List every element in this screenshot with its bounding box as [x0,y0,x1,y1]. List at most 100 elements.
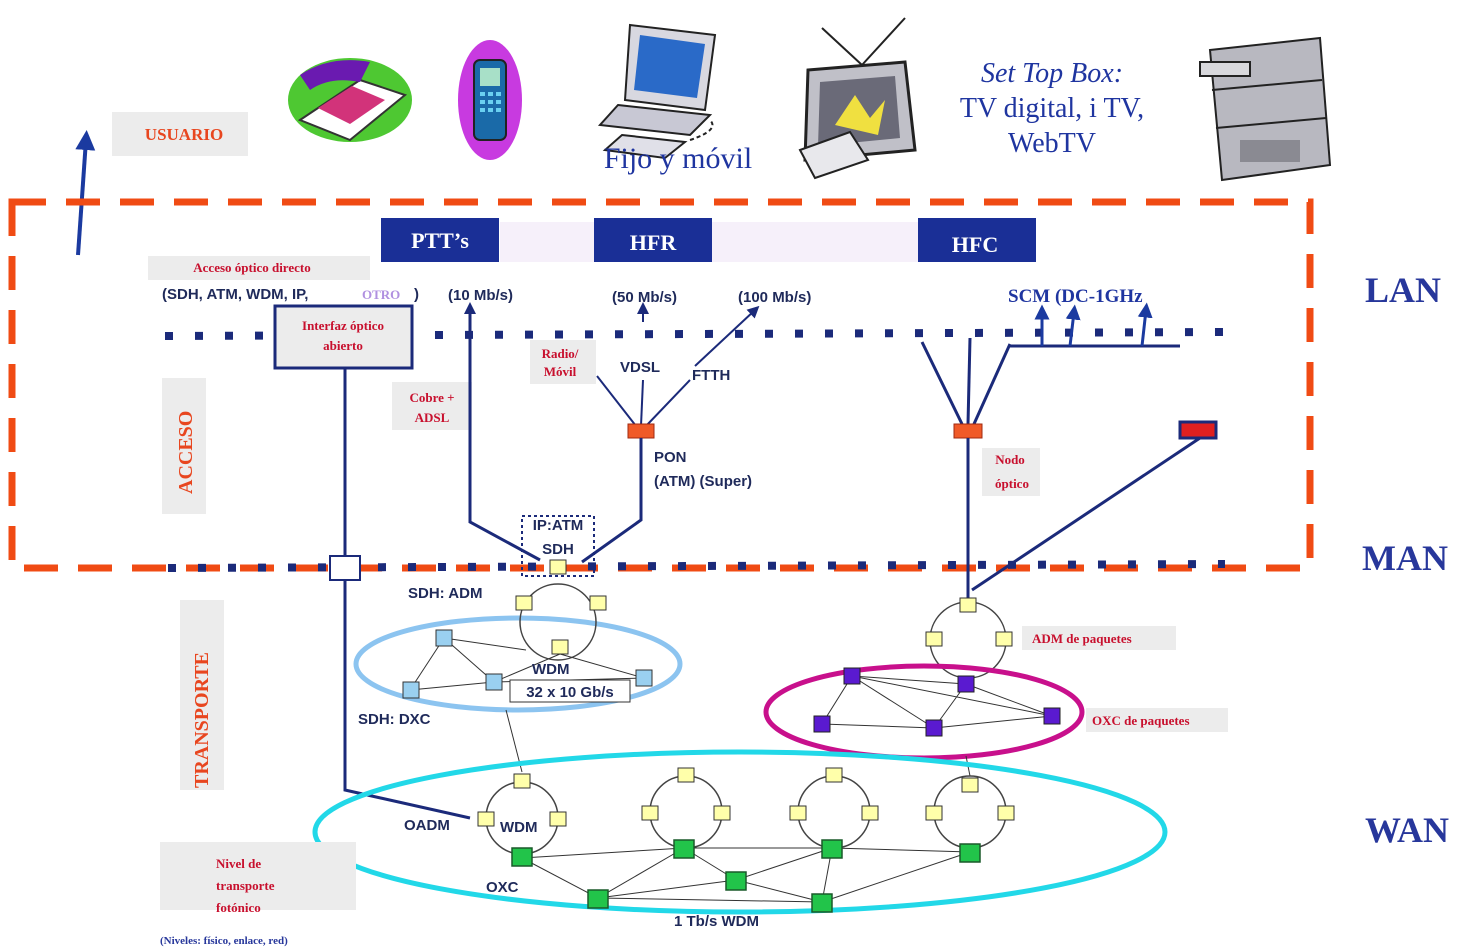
pon-link [581,438,643,564]
dxc-node-3 [485,673,503,691]
interfaz-line-2: abierto [323,338,363,353]
nivel-line-2: transporte [216,878,275,893]
nivel-box [160,842,356,910]
television-icon [798,17,917,180]
interfaz-man-node [329,555,361,581]
ipatm-box [521,515,595,577]
fax-phone-icon [288,58,412,142]
wdm2-label: WDM [500,819,538,836]
fijo-movil-label: Fijo y móvil [604,142,752,175]
wan-label: WAN [1365,810,1449,850]
scm-label: SCM (DC-1GHz [1008,286,1143,307]
hfc-box [918,218,1036,262]
usuario-label: USUARIO [145,125,223,144]
acceso-label: ACCESO [175,411,197,494]
sdh-label: SDH [542,541,574,558]
wan-ellipse [312,749,1168,915]
pkt-adm-node-1 [959,597,977,613]
cobre-line-2: ADSL [415,410,450,425]
wan-oxc-mesh [521,847,971,903]
ptt-label: PTT’s [411,228,469,253]
adsl-link [468,310,541,562]
sdh-node [549,559,567,575]
lan-label: LAN [1365,270,1441,310]
tb-label: 1 Tb/s WDM [674,913,759,930]
stereo-system-icon [1199,36,1332,182]
remote-link [971,436,1201,592]
nodo-line-1: Nodo [995,452,1025,467]
acceso-optico-box [148,256,370,280]
packet-oxc-ellipse [763,663,1085,761]
pkt-adm-node-2 [925,631,943,647]
scm-arrow-2 [1065,304,1081,347]
hfc-line-b [966,337,972,425]
oxc-label: OXC [486,879,519,896]
interfaz-box [273,304,414,370]
nivel-line-1: Nivel de [216,856,261,871]
oadm-label: OADM [404,817,450,834]
wdm-label: WDM [532,661,570,678]
hfr-label: HFR [630,230,678,255]
radio-line-2: Móvil [544,364,577,379]
oxc-paq-label: OXC de paquetes [1092,713,1190,728]
rate32-box [509,679,631,703]
ftth-label: FTTH [692,367,730,384]
dxc-node-2 [402,681,420,699]
niveles-label: (Niveles: físico, enlace, red) [160,935,288,947]
man-label: MAN [1362,538,1448,578]
scm-arrow-3 [1137,302,1153,347]
acceso-optico-label: Acceso óptico directo [193,260,310,275]
close-paren: ) [414,286,419,303]
access-region [8,198,1314,572]
hfc-label: HFC [952,232,998,257]
pkt-oxc-node-4 [925,719,943,737]
dxc-node-1 [435,629,453,647]
remote-node [1178,420,1218,440]
adm-paq-box [1022,626,1176,650]
interfaz-line-1: Interfaz óptico [302,318,384,333]
rate-100: (100 Mb/s) [738,289,811,306]
interfaz-link [343,368,471,820]
pkt-oxc-node-1 [843,667,861,685]
oxc-paq-box [1086,708,1228,732]
wan-oxc-nodes [511,839,981,913]
vdsl-label: VDSL [620,359,660,376]
adm-node-2 [589,595,607,611]
usuario-box [112,112,248,156]
radio-box [530,340,596,384]
mobile-phone-icon [458,40,522,160]
hfr-box [594,218,712,262]
cobre-line-1: Cobre + [409,390,454,405]
dxc-node-4 [635,669,653,687]
pkt-oxc-node-2 [957,675,975,693]
pkt-adm-node-3 [995,631,1013,647]
transporte-box [180,600,224,790]
computer-icon [597,23,717,160]
stb-line-3: WebTV [1008,128,1096,159]
pkt-oxc-node-5 [1043,707,1061,725]
usuario-arrow [75,130,96,256]
nivel-line-3: fotónico [216,900,261,915]
pon-node [627,423,655,439]
wan-adm-nodes [477,767,1015,827]
rate32-label: 32 x 10 Gb/s [526,684,614,701]
transporte-label: TRANSPORTE [191,652,213,788]
pon-ftth-link [645,379,691,427]
hfc-line-c [972,343,1012,425]
protocols-label: (SDH, ATM, WDM, IP, [162,286,308,303]
sdh-adm-ring [519,583,597,661]
rate-10: (10 Mb/s) [448,287,513,304]
rate-50: (50 Mb/s) [612,289,677,306]
adm-node-3 [551,639,569,655]
adm-node-1 [515,595,533,611]
otro-label: OTRO [362,287,400,302]
pon-vdsl-link [640,379,644,427]
pkt-oxc-node-3 [813,715,831,733]
pon-radio-link [596,375,637,427]
dxc-mesh [409,637,645,691]
ptt-box [381,218,499,262]
pon-line-2: (ATM) (Super) [654,473,752,490]
sdh-wdm-ellipse [353,615,683,713]
